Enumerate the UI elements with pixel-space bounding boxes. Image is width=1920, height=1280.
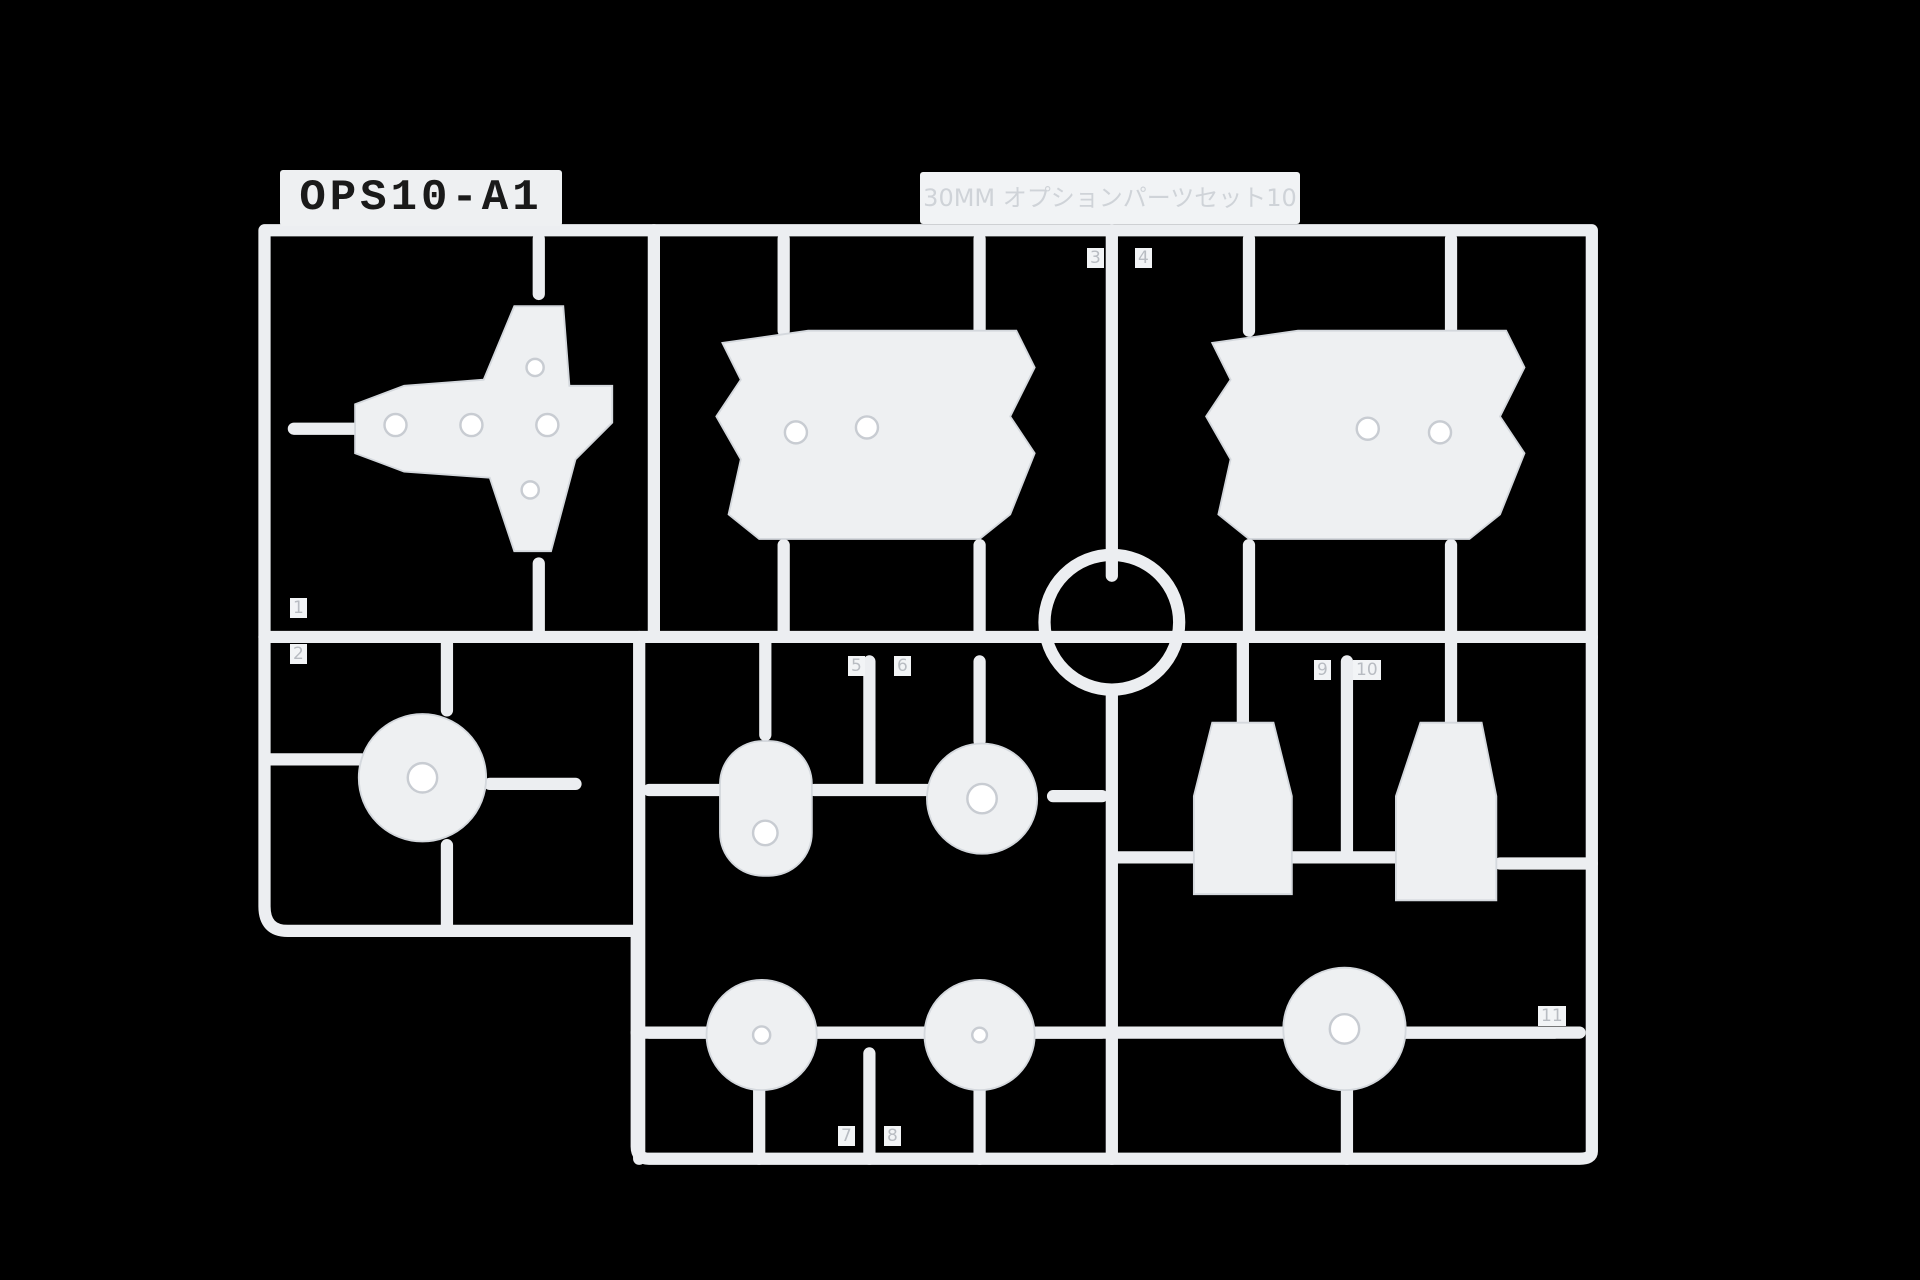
part-1 [354,305,614,553]
part-number-5: 5 [848,656,865,676]
part-holes [383,357,1453,1045]
part-number-1: 1 [290,598,307,618]
part-9 [1192,721,1293,896]
part-number-11: 11 [1538,1006,1566,1026]
part-5 [719,740,813,877]
part-10 [1395,721,1498,902]
part-number-10: 10 [1353,660,1381,680]
part-number-7: 7 [838,1126,855,1146]
part-number-6: 6 [894,656,911,676]
part-number-2: 2 [290,644,307,664]
part-number-8: 8 [884,1126,901,1146]
sprue-id-tag: OPS10-A1 [280,170,562,226]
part-number-3: 3 [1087,248,1104,268]
part-number-4: 4 [1135,248,1152,268]
product-name-tag: 30MM オプションパーツセット10 [920,172,1300,224]
part-number-9: 9 [1314,660,1331,680]
runner-frame [258,224,1598,1165]
